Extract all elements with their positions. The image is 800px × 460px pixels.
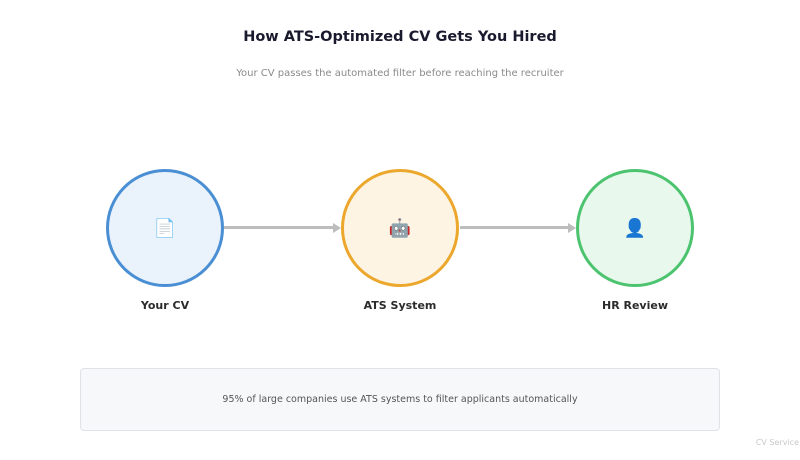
flow-arrow-cv-to-ats bbox=[224, 222, 341, 233]
info-callout-text: 95% of large companies use ATS systems t… bbox=[222, 394, 578, 405]
step-node-your-cv: 📄 bbox=[106, 169, 224, 287]
footer-watermark: CV Service bbox=[755, 438, 799, 447]
step-label-hr-review: HR Review bbox=[602, 299, 668, 312]
flow-arrow-ats-to-hr bbox=[460, 222, 576, 233]
step-label-your-cv: Your CV bbox=[140, 299, 190, 312]
arrowhead bbox=[333, 222, 341, 233]
step-node-ats-system: 🤖 bbox=[341, 169, 459, 287]
document-icon: 📄 bbox=[153, 217, 177, 239]
robot-icon: 🤖 bbox=[388, 217, 412, 239]
step-node-hr-review: 👤 bbox=[576, 169, 694, 287]
diagram-subtitle: Your CV passes the automated filter befo… bbox=[236, 68, 564, 79]
step-label-ats-system: ATS System bbox=[363, 299, 437, 312]
person-icon: 👤 bbox=[623, 217, 647, 239]
diagram-title: How ATS-Optimized CV Gets You Hired bbox=[243, 29, 557, 45]
arrowhead bbox=[568, 222, 576, 233]
info-callout: 95% of large companies use ATS systems t… bbox=[80, 368, 720, 431]
